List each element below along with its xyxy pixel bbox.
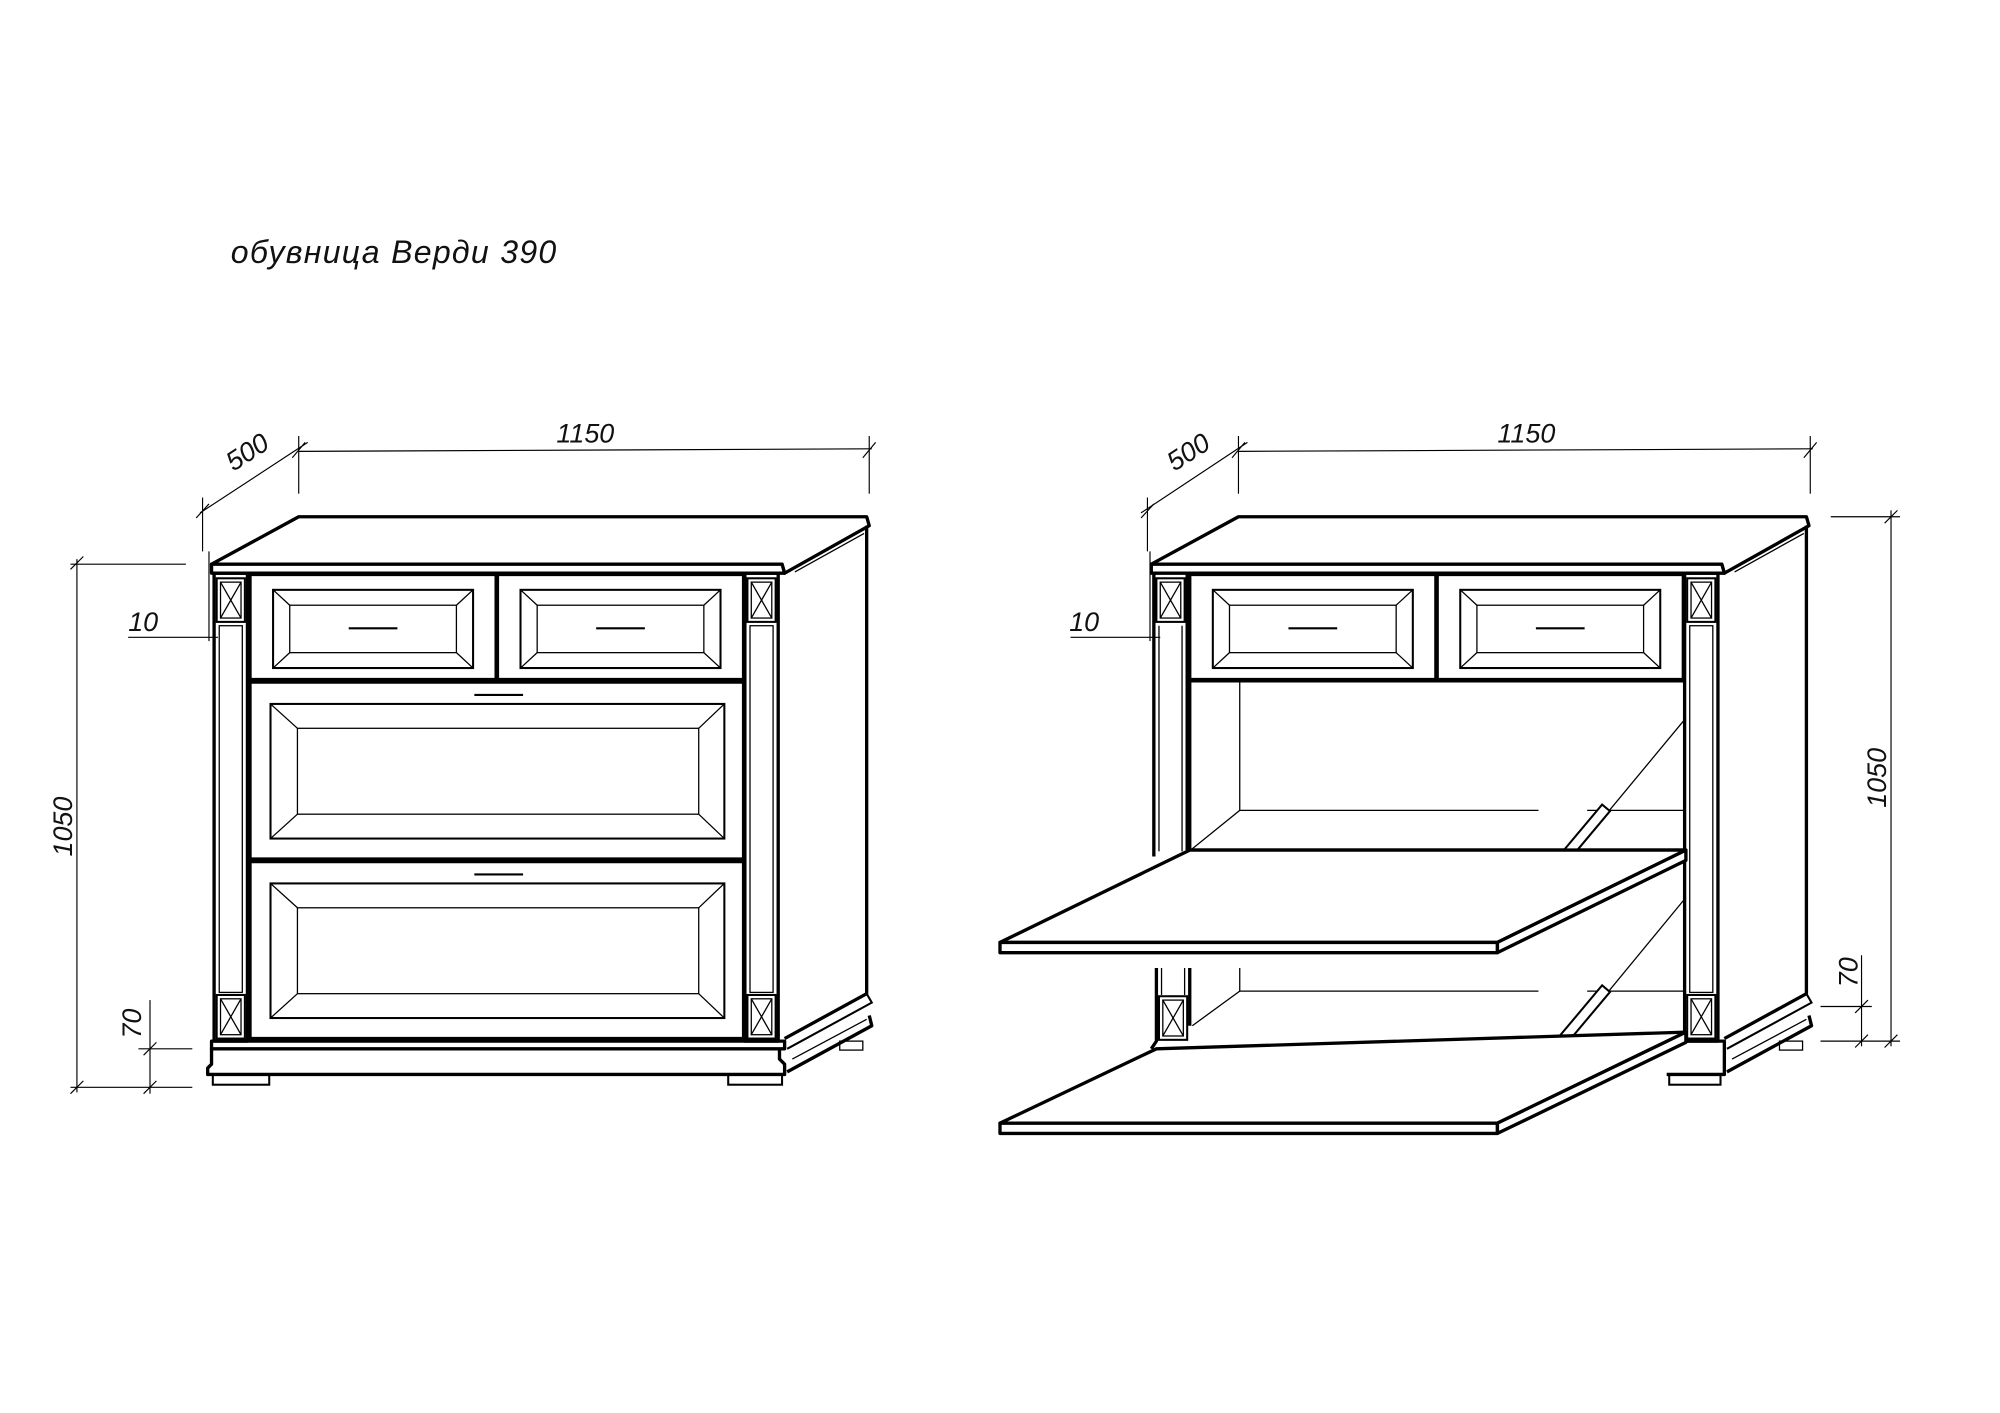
upper-flap-door — [248, 680, 746, 861]
drawing-title: обувница Верди 390 — [231, 234, 558, 270]
dimension-lines — [70, 435, 877, 1095]
lower-flap-open — [998, 1030, 1688, 1136]
upper-flap-open — [998, 848, 1688, 955]
height-dimension: 1050 — [48, 797, 78, 857]
foot — [727, 1073, 784, 1086]
top-offset-dimension: 10 — [128, 607, 158, 637]
cabinet-open-view: 1150 500 1050 10 70 — [998, 418, 1901, 1136]
dimension-lines — [1070, 435, 1901, 1048]
width-dimension: 1150 — [1497, 418, 1555, 448]
plinth-dimension: 70 — [117, 1009, 147, 1039]
lower-flap-door — [248, 859, 746, 1041]
height-dimension: 1050 — [1862, 748, 1892, 808]
top-offset-dimension: 10 — [1069, 607, 1099, 637]
width-dimension: 1150 — [556, 418, 614, 448]
cabinet-closed-view: 1150 500 1050 10 70 — [48, 418, 877, 1095]
plinth-dimension: 70 — [1834, 957, 1864, 987]
plinth — [206, 1048, 787, 1077]
foot — [211, 1073, 271, 1086]
